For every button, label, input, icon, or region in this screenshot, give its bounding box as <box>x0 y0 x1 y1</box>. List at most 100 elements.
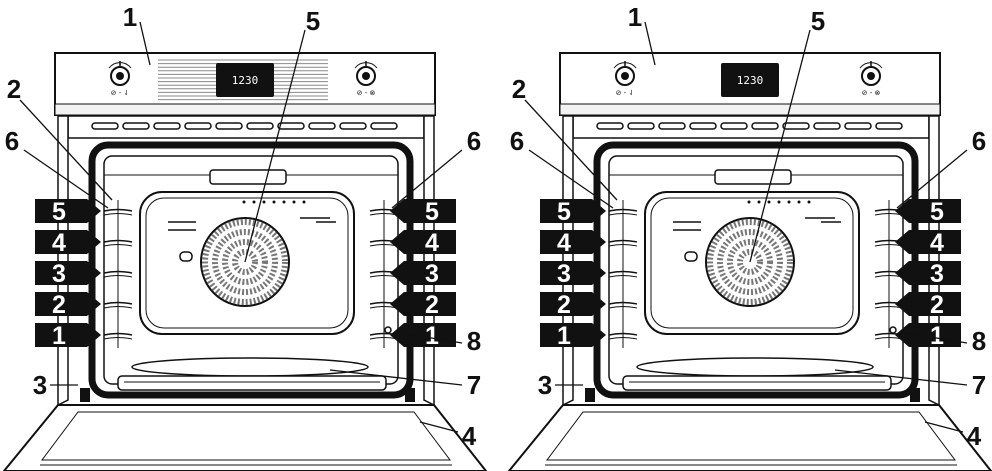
door-glass-edge <box>546 411 956 461</box>
fan-dot <box>242 200 246 204</box>
shelf-left-5-badge <box>35 199 101 223</box>
knob-left-arc-icon <box>108 62 132 69</box>
callout-leader-9 <box>899 331 968 344</box>
shelf-right-1-badge <box>895 323 961 347</box>
callout-leader-8 <box>329 369 463 386</box>
knob-left-center-icon <box>116 72 124 80</box>
callout-7: 7 <box>972 370 986 400</box>
shelf-right-1-badge <box>390 323 456 347</box>
shelf-left-2: 2 <box>52 291 66 319</box>
fan-mesh-ring-1 <box>707 219 793 305</box>
fan-mesh-ring-4 <box>232 249 258 275</box>
callout-leader-9 <box>394 331 463 344</box>
callout-leader-7 <box>896 149 968 209</box>
fan-dot <box>777 200 781 204</box>
shelf-left-2-badge <box>35 292 101 316</box>
oven-lamp-icon <box>179 251 193 262</box>
shelf-left-3-badge <box>35 261 101 285</box>
rack-stop-icon <box>889 326 897 334</box>
vent-slot <box>813 122 841 130</box>
shelf-right-2-badge <box>895 292 961 316</box>
fan-dot <box>292 200 296 204</box>
fan-dot <box>282 200 286 204</box>
vent-slot <box>844 122 872 130</box>
vent-slots <box>91 122 398 130</box>
callout-leader-5 <box>244 29 306 263</box>
door-hinge-left <box>585 388 595 402</box>
callout-6: 6 <box>510 126 524 156</box>
callout-4: 4 <box>462 421 477 451</box>
fan-dot <box>262 200 266 204</box>
vent-slot <box>122 122 150 130</box>
control-panel-trim <box>54 103 436 116</box>
callout-8: 8 <box>972 326 986 356</box>
rack-stop-icon <box>384 326 392 334</box>
fan-mesh-ring-2 <box>717 229 783 295</box>
shelf-left-4-badge <box>35 230 101 254</box>
knob-right-center-icon <box>867 72 875 80</box>
shelf-right-4-badge <box>390 230 456 254</box>
shelf-left-4: 4 <box>557 229 571 257</box>
shelf-left-1: 1 <box>557 322 571 350</box>
vent-slot <box>596 122 624 130</box>
shelf-right-5: 5 <box>930 198 944 226</box>
knob-right-arc-icon <box>354 62 378 69</box>
fan-dot <box>767 200 771 204</box>
callout-leader-5 <box>749 29 811 263</box>
open-oven-door <box>507 404 992 471</box>
vent-slot <box>627 122 655 130</box>
vent-slot <box>153 122 181 130</box>
callout-leader-4 <box>924 421 964 433</box>
callout-1: 1 <box>123 2 137 32</box>
vent-slot <box>308 122 336 130</box>
callout-leader-7 <box>391 149 463 209</box>
door-hinge-left <box>80 388 90 402</box>
shelf-right-3-badge <box>390 261 456 285</box>
bottom-drip-tray <box>636 357 874 377</box>
fan-mesh-ring-4 <box>737 249 763 275</box>
left-side-rack <box>103 200 133 348</box>
shelf-right-3: 3 <box>930 260 944 288</box>
callout-leader-8 <box>834 369 968 386</box>
vent-slot <box>246 122 274 130</box>
shelf-right-2: 2 <box>930 291 944 319</box>
shelf-left-5: 5 <box>557 198 571 226</box>
fan-top-dots <box>242 200 306 204</box>
fan-dot <box>787 200 791 204</box>
shelf-left-3-badge <box>540 261 606 285</box>
oven-lamp-icon <box>684 251 698 262</box>
clock-display-text: 1230 <box>232 74 259 87</box>
knob-left-arc-icon <box>613 62 637 69</box>
callout-6: 6 <box>5 126 19 156</box>
shelf-right-1: 1 <box>930 322 944 350</box>
bottom-heater-cover <box>117 375 387 391</box>
panel-detail-line <box>300 217 336 223</box>
callout-5: 5 <box>811 6 825 36</box>
callout-4: 4 <box>967 421 982 451</box>
vent-slot <box>91 122 119 130</box>
shelf-left-2-badge <box>540 292 606 316</box>
fan-back-panel-inner <box>145 197 349 329</box>
callout-3: 3 <box>33 370 47 400</box>
callout-leader-6 <box>528 149 614 209</box>
shelf-right-3: 3 <box>425 260 439 288</box>
fan-dot <box>757 200 761 204</box>
callout-leader-2 <box>524 99 618 201</box>
fan-dot <box>252 200 256 204</box>
vent-slot <box>875 122 903 130</box>
knob-left-label: ⊘ - ⇃ <box>111 89 130 97</box>
callout-7: 7 <box>467 370 481 400</box>
vent-slot <box>689 122 717 130</box>
fan-dot <box>272 200 276 204</box>
bottom-heater-cover <box>622 375 892 391</box>
callout-leader-1 <box>644 21 656 66</box>
callout-2: 2 <box>7 74 21 104</box>
callout-leader-1 <box>139 21 151 66</box>
shelf-left-1-badge <box>540 323 606 347</box>
fan-back-panel-inner <box>650 197 854 329</box>
fan-mesh-ring-1 <box>202 219 288 305</box>
